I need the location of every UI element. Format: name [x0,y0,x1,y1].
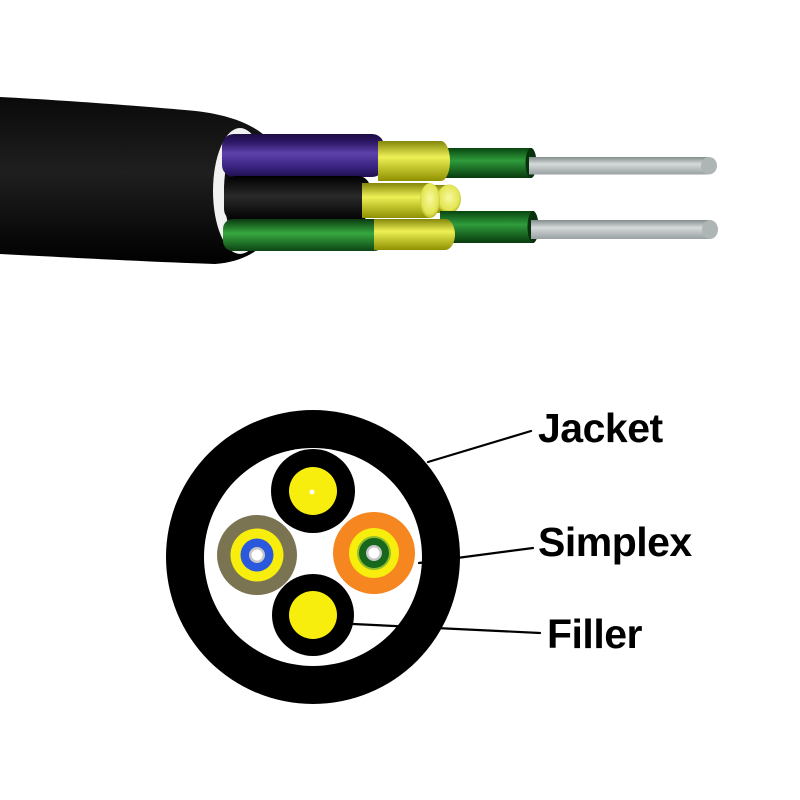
cable-photo [0,97,718,264]
filler-rod-front [362,183,430,218]
label-simplex: Simplex [538,519,692,565]
filler-rod-front-endcap [420,183,440,218]
filler-top [271,449,355,533]
label-filler: Filler [547,611,643,657]
cable-jacket-body [0,97,288,264]
buffer-tube-top [437,148,532,178]
simplex-purple-jacket [222,134,384,177]
cable-interior [204,448,422,666]
fiber-top-tip [701,157,717,175]
buffer-tube-bottom [440,211,534,243]
fiber-bottom [531,220,710,239]
aramid-yellow-bottom-cap [435,219,455,250]
leader-line-jacket [426,429,533,464]
fiber-bottom-tip [702,220,718,239]
simplex-green-jacket [223,219,384,251]
aramid-yellow-bottom [374,219,445,250]
aramid-yellow-top [378,141,441,181]
label-jacket: Jacket [538,405,664,451]
cross-section-diagram: Jacket Simplex Filler [166,405,693,704]
filler-top-dot [309,489,315,495]
leader-line-simplex [417,546,535,565]
filler-bottom [272,574,354,656]
fiber-top [529,157,709,175]
filler-rod-back-endcap [437,184,461,214]
leader-line-filler [351,622,542,635]
simplex-left [217,515,297,595]
simplex-right [333,512,415,594]
simplex-left-core [251,549,263,561]
aramid-yellow-top-cap [432,141,450,181]
simplex-right-core [368,547,380,559]
simplex-black-jacket [224,176,370,221]
filler-bottom-core [289,591,337,639]
